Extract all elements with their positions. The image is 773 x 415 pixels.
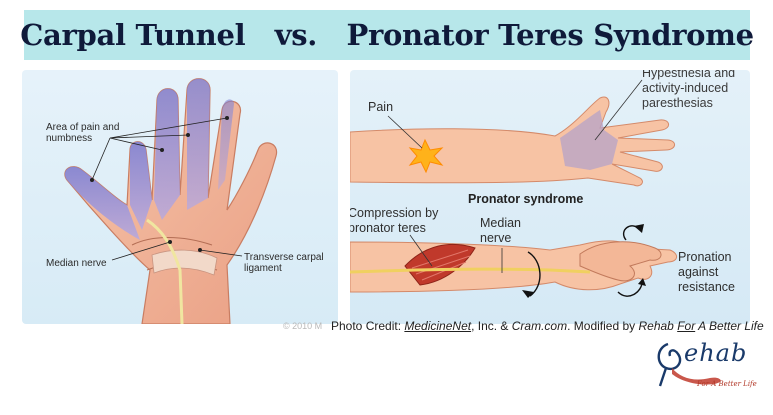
credit-for: For — [677, 319, 696, 333]
credit-org: Rehab — [638, 319, 678, 333]
copyright-text: © 2010 M — [283, 321, 323, 331]
label-area-pain: Area of pain and numbness — [46, 122, 120, 144]
logo-subtitle: For A Better Life — [697, 380, 757, 388]
rehab-logo-icon — [657, 342, 721, 387]
credit-site-cram[interactable]: Cram.com — [511, 319, 568, 333]
logo-text: ehab — [684, 339, 748, 367]
label-compression: Compression by pronator teres — [350, 206, 439, 235]
label-pronation: Pronation against resistance — [678, 250, 735, 294]
credit-prefix: Photo Credit: — [331, 319, 405, 333]
label-pain: Pain — [368, 100, 394, 114]
credit-site-medicinenet[interactable]: MedicineNet — [404, 319, 472, 333]
label-hypesthesia: Hypesthesia and activity-induced paresth… — [642, 70, 736, 110]
pronator-arm-drawing — [350, 79, 677, 298]
label-pronator-syndrome: Pronator syndrome — [468, 192, 584, 206]
label-median-nerve-right: Median nerve — [480, 216, 521, 245]
label-median-nerve-left: Median nerve — [46, 258, 107, 269]
carpal-hand-drawing — [64, 78, 278, 324]
title-banner: Carpal Tunnel vs. Pronator Teres Syndrom… — [20, 10, 754, 60]
credit-mod: . Modified by — [567, 319, 639, 333]
label-transverse-ligament: Transverse carpal ligament — [244, 252, 324, 274]
photo-credit: Photo Credit: MedicineNet, Inc. & Cram.c… — [331, 319, 764, 333]
pronator-syndrome-illustration: Pain Hypesthesia and activity-induced pa… — [350, 70, 750, 324]
page-title: Carpal Tunnel vs. Pronator Teres Syndrom… — [20, 18, 754, 52]
carpal-tunnel-illustration: Area of pain and numbness Median nerve T… — [22, 70, 338, 324]
credit-tail: A Better Life — [695, 319, 764, 333]
credit-mid: , Inc. & — [471, 319, 512, 333]
